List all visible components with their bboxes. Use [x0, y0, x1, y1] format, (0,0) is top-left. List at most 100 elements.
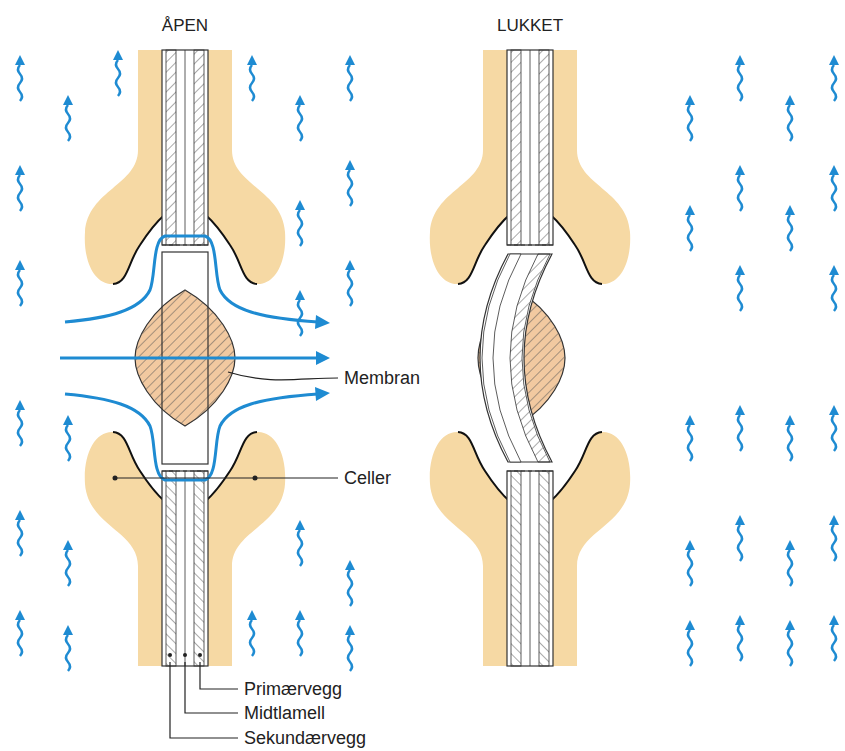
flow-arrowhead	[785, 95, 795, 105]
flow-arrow	[738, 415, 742, 451]
flow-arrowhead	[685, 205, 695, 215]
flow-arrow	[688, 550, 692, 586]
flow-arrow	[66, 550, 70, 586]
flow-arrow	[66, 105, 70, 141]
flow-arrow	[348, 170, 352, 206]
part-label: Membran	[342, 368, 422, 388]
flow-arrowhead	[295, 200, 305, 210]
flow-arrow	[116, 60, 120, 96]
flow-arrow	[738, 275, 742, 311]
flow-arrowhead	[829, 165, 839, 175]
flow-arrow	[832, 175, 836, 211]
flow-arrowhead	[829, 265, 839, 275]
flow-arrowhead	[15, 260, 25, 270]
flow-arrow	[298, 300, 302, 336]
flow-arrowhead	[345, 55, 355, 65]
flow-arrowhead	[685, 540, 695, 550]
flow-arrowhead	[735, 265, 745, 275]
flow-arrowhead	[113, 50, 123, 60]
part-label: Sekundærvegg	[242, 728, 368, 748]
flow-arrow	[688, 105, 692, 141]
flow-arrow	[738, 525, 742, 561]
flow-arrowhead	[785, 540, 795, 550]
flow-arrow	[688, 425, 692, 461]
flow-arrow	[66, 635, 70, 671]
flow-arrowhead	[15, 400, 25, 410]
flow-arrow	[298, 105, 302, 141]
sap-flow-arrows	[15, 50, 839, 671]
flow-arrow	[18, 65, 22, 101]
flow-arrowhead	[829, 615, 839, 625]
flow-arrow	[832, 65, 836, 101]
flow-arrow	[788, 105, 792, 141]
flow-arrowhead	[735, 55, 745, 65]
flow-arrowhead	[735, 405, 745, 415]
flow-arrow	[788, 630, 792, 666]
flow-arrowhead	[345, 625, 355, 635]
flow-heads	[315, 315, 330, 401]
flow-arrowhead	[785, 620, 795, 630]
flow-arrow	[18, 620, 22, 656]
flow-arrow	[66, 425, 70, 461]
flow-arrow	[832, 275, 836, 311]
flow-arrowhead	[345, 560, 355, 570]
flow-arrow	[250, 65, 254, 101]
flow-arrowhead	[247, 55, 257, 65]
flow-arrowhead	[829, 55, 839, 65]
flow-arrow	[688, 215, 692, 251]
flow-arrowhead	[295, 610, 305, 620]
flow-arrow	[738, 625, 742, 661]
flow-arrow	[832, 415, 836, 451]
flow-arrowhead	[785, 415, 795, 425]
flow-arrowhead	[63, 540, 73, 550]
flow-arrow	[250, 620, 254, 656]
flow-arrow	[348, 570, 352, 606]
flow-arrowhead	[829, 515, 839, 525]
flow-arrowhead	[829, 405, 839, 415]
flow-lines	[60, 236, 320, 480]
flow-arrow	[738, 65, 742, 101]
margo-strip	[480, 254, 552, 462]
part-label: Celler	[342, 468, 393, 488]
part-label: Primærvegg	[242, 679, 344, 699]
flow-arrow	[788, 425, 792, 461]
flow-arrow	[832, 625, 836, 661]
flow-arrow	[738, 175, 742, 211]
flow-arrowhead	[247, 610, 257, 620]
flow-arrowhead	[685, 415, 695, 425]
flow-arrowhead	[785, 205, 795, 215]
flow-arrow	[348, 65, 352, 101]
flow-arrow	[832, 525, 836, 561]
panel-title: LUKKET	[495, 16, 565, 35]
leader-dots	[113, 476, 258, 658]
flow-arrowhead	[295, 95, 305, 105]
flow-arrow	[348, 635, 352, 671]
flow-arrow	[18, 270, 22, 306]
flow-arrow	[18, 520, 22, 556]
flow-arrowhead	[295, 520, 305, 530]
flow-arrowhead	[735, 615, 745, 625]
flow-arrow	[298, 210, 302, 246]
panel-title: ÅPEN	[160, 16, 210, 35]
flow-arrowhead	[345, 260, 355, 270]
flow-arrowhead	[735, 515, 745, 525]
flow-arrow	[298, 620, 302, 656]
flow-arrow	[18, 175, 22, 211]
flow-arrowhead	[15, 55, 25, 65]
flow-arrow	[298, 530, 302, 566]
flow-arrowhead	[63, 415, 73, 425]
flow-arrowhead	[345, 160, 355, 170]
flow-arrow	[688, 630, 692, 666]
part-label: Midtlamell	[242, 703, 327, 723]
flow-arrowhead	[685, 95, 695, 105]
flow-arrowhead	[685, 620, 695, 630]
pit-border	[430, 50, 630, 666]
flow-arrowhead	[735, 165, 745, 175]
flow-arrowhead	[15, 610, 25, 620]
flow-arrowhead	[15, 510, 25, 520]
flow-arrow	[348, 270, 352, 306]
flow-arrow	[788, 215, 792, 251]
flow-arrow	[788, 550, 792, 586]
